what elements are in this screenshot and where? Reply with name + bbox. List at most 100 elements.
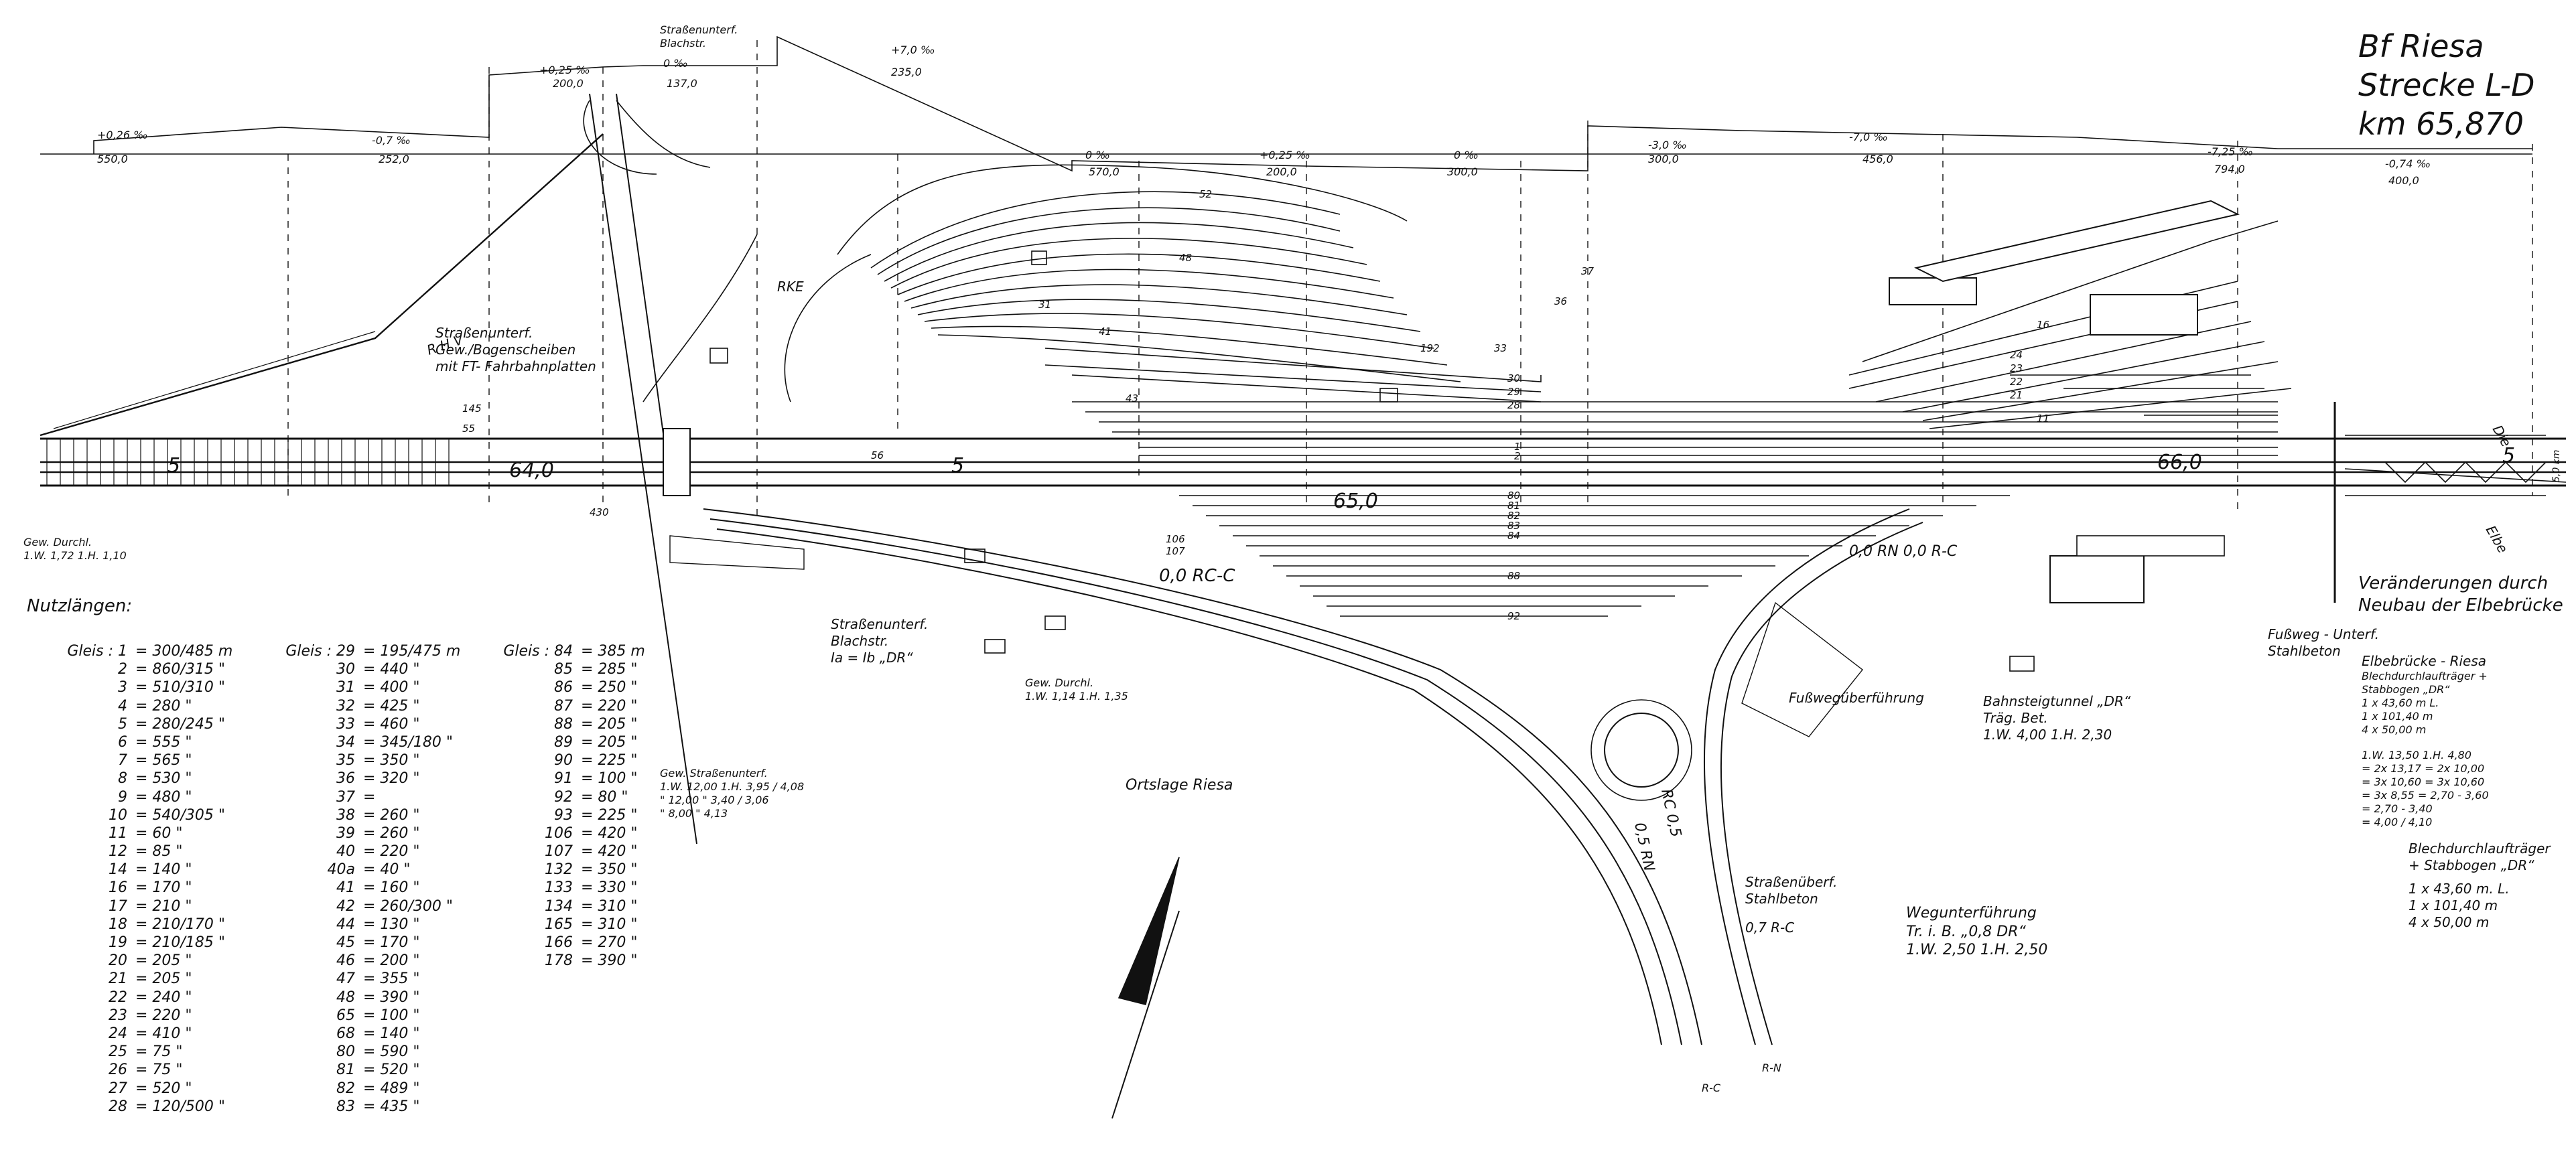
nutz-track: 35 — [336, 752, 355, 769]
nutz-row: 37= — [255, 789, 460, 807]
nutz-length: = 100 " — [581, 770, 638, 788]
nutz-track: 11 — [109, 824, 127, 842]
nutz-track: 68 — [336, 1025, 355, 1042]
nutz-track: 81 — [336, 1061, 355, 1079]
gradient-label: -7,0 ‰ — [1849, 131, 1888, 143]
nutz-length: = 205 " — [581, 733, 638, 751]
nutz-track: 24 — [109, 1025, 127, 1042]
km-marker: 64,0 — [509, 459, 554, 482]
nutz-length: = 590 " — [363, 1043, 420, 1061]
nutz-length: = 390 " — [363, 988, 420, 1006]
track-number: 145 — [462, 402, 482, 415]
nutz-length: = 860/315 " — [135, 661, 225, 678]
track-number: 36 — [1554, 295, 1567, 307]
nutz-length: = 285 " — [581, 661, 638, 678]
nutz-row: 166= 270 " — [472, 934, 645, 952]
nutz-track: 83 — [336, 1098, 355, 1115]
nutz-row: 42= 260/300 " — [255, 898, 460, 916]
nutz-row: 16= 170 " — [27, 879, 232, 897]
nutz-length: = 460 " — [363, 715, 420, 733]
nutz-row: 34= 345/180 " — [255, 734, 460, 752]
nutz-track: 14 — [109, 861, 127, 879]
nutz-length: = 160 " — [363, 879, 420, 897]
nutz-track: 89 — [554, 733, 573, 751]
speed-marker: 5 — [951, 454, 964, 478]
nutz-length: = 75 " — [135, 1043, 183, 1061]
gew-bogen-note: Straßenunterf. Gew./Bogenscheiben mit FT… — [435, 325, 596, 374]
nutz-length: = 240 " — [135, 988, 192, 1006]
nutz-track: 37 — [336, 788, 355, 806]
track-number: 2 — [1514, 450, 1521, 462]
nutz-length: = 565 " — [135, 752, 192, 769]
track-number: 92 — [1507, 610, 1520, 622]
nutz-track: 80 — [336, 1043, 355, 1061]
nutz-track: 41 — [336, 879, 355, 897]
nutz-row: 48= 390 " — [255, 989, 460, 1007]
nutz-row: 25= 75 " — [27, 1043, 232, 1061]
nutz-length: = 425 " — [363, 697, 420, 715]
nutz-length: = 280/245 " — [135, 715, 225, 733]
gradient-label: -0,7 ‰ — [372, 134, 411, 147]
nutz-length: = 170 " — [135, 879, 192, 897]
nutz-length: = 60 " — [135, 824, 183, 842]
nutz-row: 14= 140 " — [27, 861, 232, 879]
nutz-track: 27 — [109, 1080, 127, 1097]
gew-strassen-note: Gew. Straßenunterf. 1.W. 12,00 1.H. 3,95… — [660, 767, 805, 820]
nutz-row: 6= 555 " — [27, 734, 232, 752]
nutz-track: 17 — [109, 897, 127, 915]
elbe-label: Elbe — [2483, 523, 2511, 556]
nutz-row: 133= 330 " — [472, 879, 645, 897]
rn-end-label: R-N — [1762, 1061, 1781, 1074]
nutz-row: 35 = 350 " — [255, 752, 460, 770]
nutz-length: = 310 " — [581, 915, 638, 933]
nutz-length: = 140 " — [363, 1025, 420, 1042]
nutz-length: = 510/310 " — [135, 679, 225, 696]
nutz-length: = 200 " — [363, 952, 420, 970]
gew-durchl-mid-note: Gew. Durchl. 1.W. 1,14 1.H. 1,35 — [1025, 676, 1128, 703]
nutz-length: = 205 " — [581, 715, 638, 733]
gradient-label: +7,0 ‰ — [891, 44, 935, 56]
nutz-length: = 350 " — [363, 752, 420, 769]
nutz-length: = 120/500 " — [135, 1098, 225, 1115]
nutz-track: 12 — [109, 843, 127, 861]
nutz-track: 82 — [336, 1080, 355, 1097]
nutz-row: 23= 220 " — [27, 1007, 232, 1025]
km-marker: 65,0 — [1333, 490, 1378, 513]
nutz-row: 24= 410 " — [27, 1025, 232, 1043]
nutz-length: = 80 " — [581, 788, 628, 806]
track-number: 22 — [2010, 376, 2023, 388]
nutz-row: 38= 260 " — [255, 807, 460, 825]
nutz-length: = 435 " — [363, 1098, 420, 1115]
nutz-row: Gleis : 1= 300/485 m — [27, 643, 232, 661]
nutz-length: = 225 " — [581, 806, 638, 824]
nutz-row: 107= 420 " — [472, 843, 645, 861]
track-number: 30 — [1507, 372, 1520, 384]
nutz-length: = 260/300 " — [363, 897, 453, 915]
track-number: 48 — [1179, 252, 1192, 264]
nutz-row: 82= 489 " — [255, 1080, 460, 1098]
track-number: 41 — [1099, 325, 1111, 338]
nutz-track: 86 — [554, 679, 573, 696]
nutz-row: 47= 355 " — [255, 970, 460, 988]
nutz-length: = 520 " — [363, 1061, 420, 1079]
track-number: 84 — [1507, 530, 1520, 542]
nutz-track: 87 — [554, 697, 573, 715]
gradient-length: 794,0 — [2214, 163, 2245, 175]
nutz-row: 45= 170 " — [255, 934, 460, 952]
nutz-length: = 400 " — [363, 679, 420, 696]
km-title: km 65,870 — [2358, 106, 2524, 142]
nutz-track: 85 — [554, 661, 573, 678]
track-number: 88 — [1507, 570, 1520, 582]
gew-durchl-left-note: Gew. Durchl. 1.W. 1,72 1.H. 1,10 — [23, 536, 127, 562]
nutz-track: 40a — [327, 861, 355, 879]
nutz-length: = 195/475 m — [363, 643, 461, 660]
track-number: 37 — [1581, 265, 1595, 277]
nutz-row: 31= 400 " — [255, 679, 460, 697]
gradient-label: -7,25 ‰ — [2208, 145, 2253, 158]
nutz-length: = 75 " — [135, 1061, 183, 1079]
nutz-length: = 555 " — [135, 733, 192, 751]
nutz-row: 17= 210 " — [27, 898, 232, 916]
nutz-row: 106= 420 " — [472, 825, 645, 843]
